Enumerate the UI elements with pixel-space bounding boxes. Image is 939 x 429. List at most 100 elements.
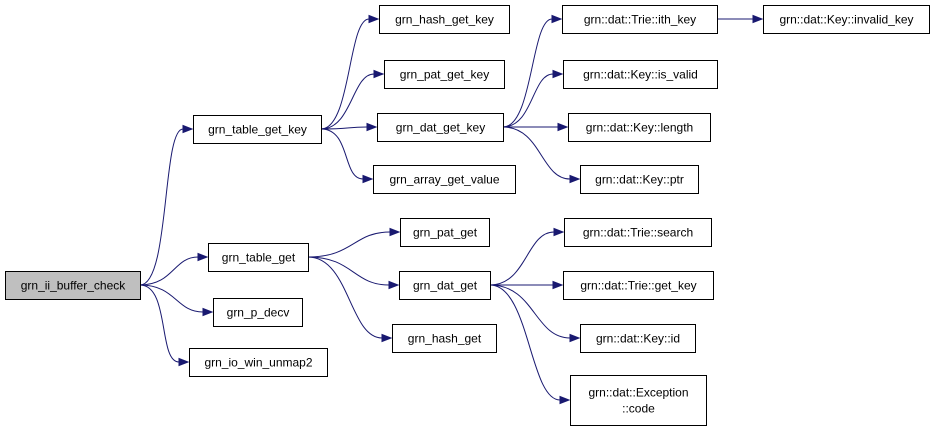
node-box xyxy=(568,113,711,142)
node-grn-pat-get[interactable]: grn_pat_get xyxy=(400,218,490,247)
edge-line xyxy=(139,284,180,363)
edge-grn-dat-get-key-to-key-is-valid xyxy=(502,69,564,128)
node-box xyxy=(373,165,516,194)
node-label: grn_io_win_unmap2 xyxy=(204,356,312,370)
edge-line xyxy=(139,284,204,313)
edge-arrowhead xyxy=(366,122,378,132)
node-label: grn_pat_get_key xyxy=(400,68,489,82)
node-label: grn_table_get xyxy=(222,251,296,265)
edge-arrowhead xyxy=(752,14,764,24)
node-label: grn::dat::Trie::ith_key xyxy=(584,13,696,27)
node-grn-dat-get-key[interactable]: grn_dat_get_key xyxy=(377,113,504,142)
node-grn-ii-buffer-check[interactable]: grn_ii_buffer_check xyxy=(5,271,141,300)
node-box xyxy=(392,324,497,353)
edge-arrowhead xyxy=(569,333,581,343)
edge-grn-dat-get-key-to-trie-ith-key xyxy=(502,14,563,128)
edge-grn-dat-get-to-key-id xyxy=(489,284,581,343)
node-label: grn::dat::Exception xyxy=(588,386,688,400)
edge-trie-ith-key-to-key-invalid-key xyxy=(717,14,764,24)
edge-line xyxy=(489,284,571,339)
node-box xyxy=(399,271,491,300)
node-box xyxy=(193,115,322,144)
node-label: grn::dat::Trie::search xyxy=(583,226,693,240)
edge-grn-ii-buffer-check-to-grn-table-get-key xyxy=(139,124,194,286)
edge-arrowhead xyxy=(389,227,401,237)
node-grn-hash-get-key[interactable]: grn_hash_get_key xyxy=(379,5,510,34)
edge-grn-table-get-to-grn-pat-get xyxy=(307,227,401,258)
node-key-invalid-key[interactable]: grn::dat::Key::invalid_key xyxy=(763,5,930,34)
edge-grn-dat-get-to-trie-search xyxy=(489,227,565,286)
node-trie-ith-key[interactable]: grn::dat::Trie::ith_key xyxy=(562,5,718,34)
node-key-is-valid[interactable]: grn::dat::Key::is_valid xyxy=(563,60,718,89)
node-trie-get-key[interactable]: grn::dat::Trie::get_key xyxy=(563,271,714,300)
node-label: grn_pat_get xyxy=(413,226,478,240)
node-box xyxy=(189,348,328,377)
node-label: grn_dat_get_key xyxy=(396,121,485,135)
edge-arrowhead xyxy=(362,174,374,184)
edge-arrowhead xyxy=(557,122,569,132)
edge-grn-table-get-to-grn-dat-get xyxy=(307,256,400,290)
node-grn-table-get[interactable]: grn_table_get xyxy=(208,243,309,272)
edge-arrowhead xyxy=(381,333,393,343)
node-box xyxy=(763,5,930,34)
node-box xyxy=(379,5,510,34)
node-label: grn_hash_get xyxy=(408,332,482,346)
edges-layer xyxy=(139,14,764,405)
edge-line xyxy=(320,18,370,130)
edge-arrowhead xyxy=(551,14,563,24)
edge-arrowhead xyxy=(559,395,571,405)
edge-line xyxy=(502,126,571,180)
node-box xyxy=(570,375,707,426)
node-key-ptr[interactable]: grn::dat::Key::ptr xyxy=(580,165,699,194)
edge-line xyxy=(502,18,553,128)
edge-grn-table-get-key-to-grn-dat-get-key xyxy=(320,122,378,132)
edge-line xyxy=(489,284,561,401)
node-label: grn::dat::Trie::get_key xyxy=(580,279,696,293)
node-exception-code[interactable]: grn::dat::Exception::code xyxy=(570,375,707,426)
node-box xyxy=(377,113,504,142)
node-key-length[interactable]: grn::dat::Key::length xyxy=(568,113,711,142)
edge-line xyxy=(307,231,391,258)
node-label: grn::dat::Key::id xyxy=(596,332,680,346)
edge-grn-dat-get-to-exception-code xyxy=(489,284,571,405)
node-label: grn_dat_get xyxy=(413,279,478,293)
node-label: grn_table_get_key xyxy=(208,123,307,137)
edge-arrowhead xyxy=(197,252,209,262)
node-label: grn_p_decv xyxy=(227,306,290,320)
node-grn-p-decv[interactable]: grn_p_decv xyxy=(213,298,303,327)
node-box xyxy=(564,218,712,247)
edge-grn-table-get-key-to-grn-array-get-value xyxy=(320,128,374,184)
node-box xyxy=(213,298,303,327)
edge-line xyxy=(139,256,199,286)
node-box xyxy=(580,324,696,353)
nodes-layer: grn_ii_buffer_check grn_table_get_key grn_… xyxy=(5,5,930,426)
edge-line xyxy=(502,73,554,128)
edge-grn-table-get-key-to-grn-hash-get-key xyxy=(320,14,380,130)
edge-arrowhead xyxy=(202,307,214,317)
edge-grn-ii-buffer-check-to-grn-p-decv xyxy=(139,284,214,317)
edge-arrowhead xyxy=(569,174,581,184)
node-label: grn::dat::Key::is_valid xyxy=(583,68,698,82)
edge-arrowhead xyxy=(388,280,400,290)
edge-grn-dat-get-key-to-key-ptr xyxy=(502,126,581,184)
edge-arrowhead xyxy=(373,69,385,79)
edge-line xyxy=(489,231,555,286)
node-grn-io-win-unmap2[interactable]: grn_io_win_unmap2 xyxy=(189,348,328,377)
node-grn-table-get-key[interactable]: grn_table_get_key xyxy=(193,115,322,144)
edge-line xyxy=(307,256,383,339)
node-grn-pat-get-key[interactable]: grn_pat_get_key xyxy=(384,60,505,89)
node-label: grn::dat::Key::ptr xyxy=(595,173,684,187)
node-box xyxy=(562,5,718,34)
node-box xyxy=(580,165,699,194)
node-grn-array-get-value[interactable]: grn_array_get_value xyxy=(373,165,516,194)
node-key-id[interactable]: grn::dat::Key::id xyxy=(580,324,696,353)
node-grn-hash-get[interactable]: grn_hash_get xyxy=(392,324,497,353)
node-box xyxy=(400,218,490,247)
edge-grn-table-get-to-grn-hash-get xyxy=(307,256,393,343)
node-trie-search[interactable]: grn::dat::Trie::search xyxy=(564,218,712,247)
node-box xyxy=(563,60,718,89)
edge-arrowhead xyxy=(368,14,380,24)
node-grn-dat-get[interactable]: grn_dat_get xyxy=(399,271,491,300)
edge-grn-ii-buffer-check-to-grn-table-get xyxy=(139,252,209,286)
edge-grn-dat-get-key-to-key-length xyxy=(503,122,569,132)
